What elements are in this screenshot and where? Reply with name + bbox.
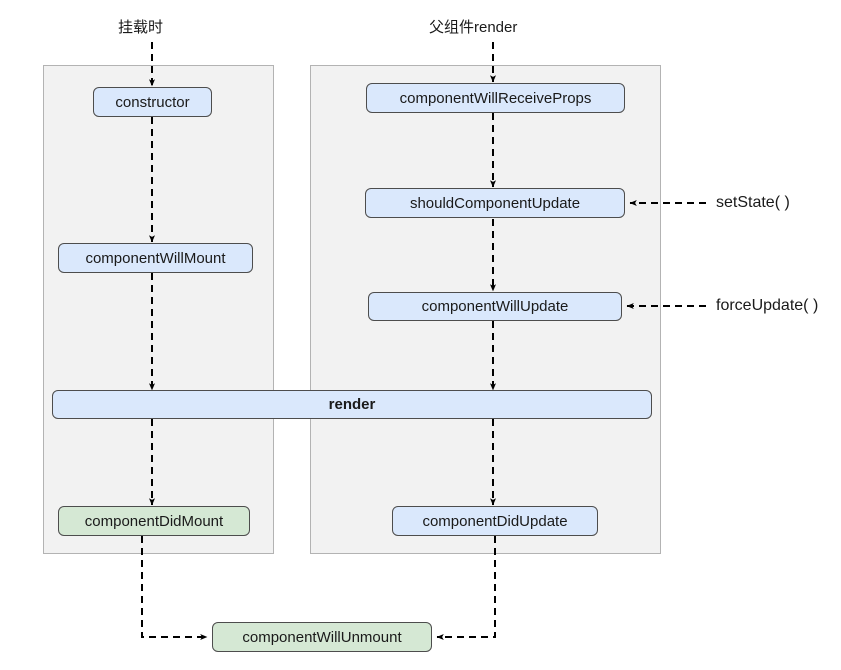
mounting-phase-panel: [43, 65, 274, 554]
trigger-set-state-label: setState( ): [716, 194, 790, 211]
node-should-component-update[interactable]: shouldComponentUpdate: [365, 188, 625, 218]
node-component-will-receive-props[interactable]: componentWillReceiveProps: [366, 83, 625, 113]
node-render[interactable]: render: [52, 390, 652, 419]
node-component-will-mount[interactable]: componentWillMount: [58, 243, 253, 273]
node-component-will-unmount[interactable]: componentWillUnmount: [212, 622, 432, 652]
node-component-did-update[interactable]: componentDidUpdate: [392, 506, 598, 536]
trigger-force-update-label: forceUpdate( ): [716, 297, 819, 314]
node-component-did-mount[interactable]: componentDidMount: [58, 506, 250, 536]
update-entry-label: 父组件render: [429, 19, 518, 36]
node-component-will-update[interactable]: componentWillUpdate: [368, 292, 622, 321]
node-constructor[interactable]: constructor: [93, 87, 212, 117]
mount-entry-label: 挂载时: [118, 19, 164, 36]
